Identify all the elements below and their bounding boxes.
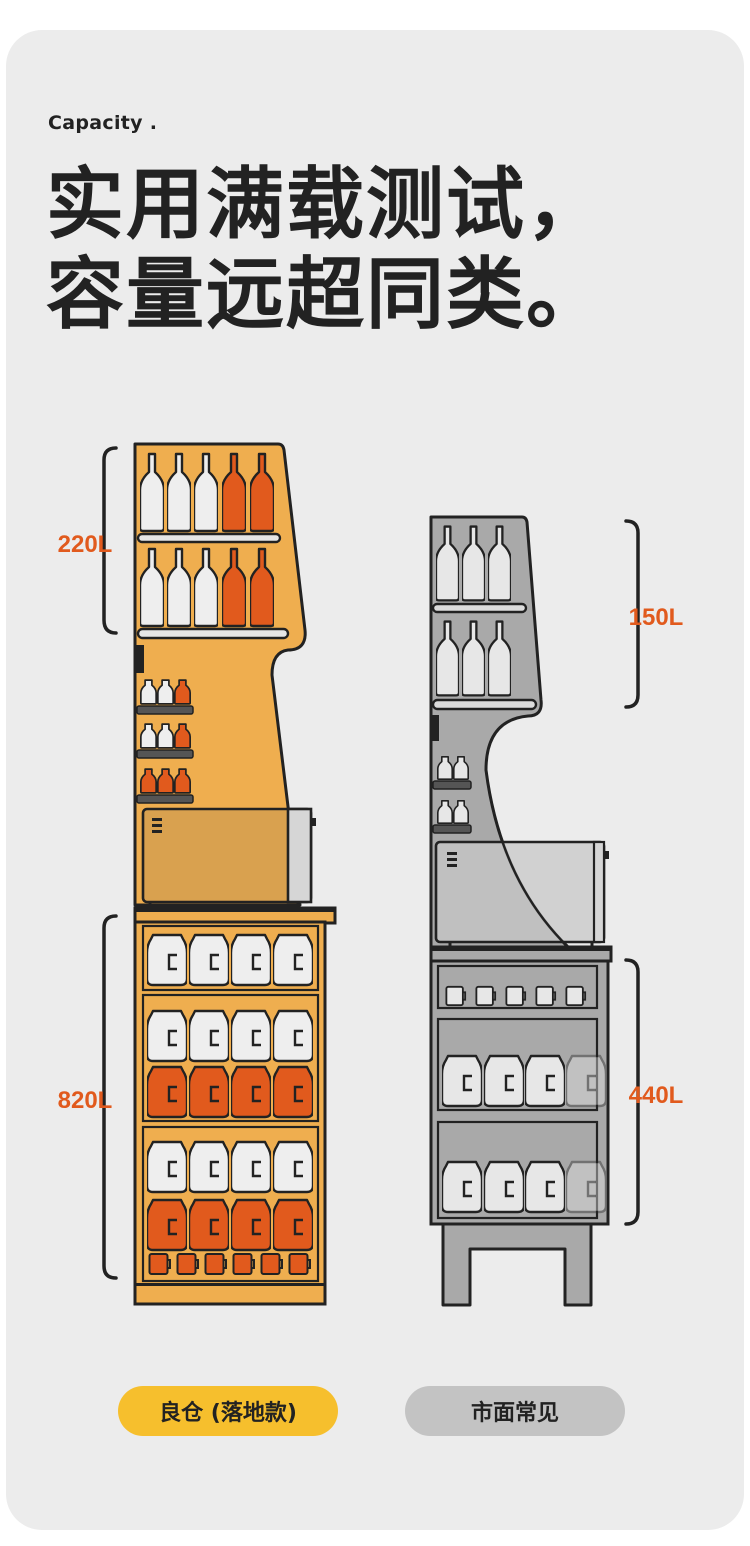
right-upper-capacity: 150L (629, 604, 684, 631)
section-eyebrow: Capacity . (48, 112, 158, 134)
headline-line-2: 容量远超同类。 (46, 250, 607, 340)
right-cabinet-legs (441, 1222, 593, 1307)
left-small-bottles (136, 679, 194, 804)
product-label-liangcang: 良仓 (落地款) (118, 1386, 338, 1436)
left-lower-capacity: 820L (58, 1087, 113, 1114)
right-bottle-row-2 (436, 620, 511, 697)
right-bottle-row-1 (436, 525, 511, 602)
left-cabinet (133, 442, 337, 1306)
headline-line-1: 实用满载测试， (46, 160, 607, 250)
right-lower-bracket (624, 958, 640, 1226)
left-upper-bracket (102, 446, 118, 635)
left-upper-capacity: 220L (58, 531, 113, 558)
right-lower-capacity: 440L (629, 1082, 684, 1109)
left-microwave (141, 807, 316, 910)
right-upper-bracket (624, 519, 640, 709)
product-label-common: 市面常见 (405, 1386, 625, 1436)
left-lower-bracket (102, 914, 118, 1280)
page-title: 实用满载测试， 容量远超同类。 (46, 160, 606, 340)
content-card (6, 30, 744, 1530)
right-cabinet (429, 515, 613, 1307)
right-small-bottles (432, 755, 472, 834)
right-microwave (434, 840, 609, 948)
